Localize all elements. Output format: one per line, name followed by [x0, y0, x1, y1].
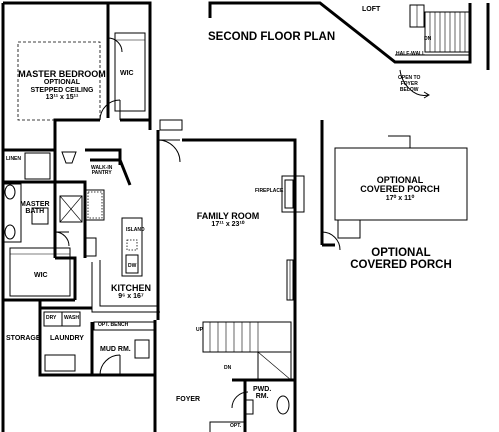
second-floor-inset — [208, 1, 490, 99]
foyer-walls — [202, 321, 295, 432]
wic-bottom-label: WIC — [34, 272, 48, 279]
porch-small-dimensions: 17⁰ x 11⁰ — [385, 194, 415, 202]
pantry-line: PANTRY — [91, 170, 112, 177]
kitchen-dimensions: 9⁶ x 16⁷ — [118, 293, 144, 301]
master-bath-name: MASTER — [20, 201, 50, 208]
powder-room-label: PWD. RM. — [253, 386, 271, 401]
foyer-line: FOYER — [400, 80, 418, 87]
master-bedroom-label: MASTER BEDROOM OPTIONAL STEPPED CEILING … — [12, 69, 112, 102]
master-bedroom-name: MASTER BEDROOM — [18, 69, 106, 79]
below-line: BELOW — [399, 86, 419, 93]
family-room-label: FAMILY ROOM 17¹¹ x 23¹⁰ — [188, 211, 268, 229]
mud-room-label: MUD RM. — [100, 346, 131, 353]
master-suite-walls — [1, 1, 152, 302]
dw-label: DW — [128, 263, 137, 269]
foyer-label: FOYER — [176, 396, 201, 403]
master-bedroom-ceiling: STEPPED CEILING — [30, 86, 94, 94]
fireplace-label: FIREPLACE — [255, 188, 284, 194]
wic-top-label: WIC — [120, 70, 134, 77]
porch-small-label: OPTIONAL COVERED PORCH 17⁰ x 11⁰ — [350, 175, 450, 202]
porch-small-optional: OPTIONAL — [376, 175, 424, 185]
walkin-line: WALK-IN — [91, 165, 113, 171]
master-bedroom-optional: OPTIONAL — [43, 79, 81, 87]
dry-label: DRY — [46, 315, 57, 321]
family-room-name: FAMILY ROOM — [196, 211, 260, 221]
open-to-foyer-note: OPEN TO FOYER BELOW — [398, 75, 421, 93]
opt-bench-label: OPT. BENCH — [98, 322, 129, 328]
lower-left-walls — [1, 300, 157, 432]
open-to-line: OPEN TO — [398, 75, 421, 81]
family-room-dimensions: 17¹¹ x 23¹⁰ — [211, 221, 245, 229]
dn-label: DN — [424, 36, 432, 42]
linen-label: LINEN — [6, 156, 21, 162]
loft-label: LOFT — [362, 6, 381, 13]
porch-big-optional: OPTIONAL — [371, 247, 431, 259]
laundry-label: LAUNDRY — [50, 335, 84, 342]
second-floor-title: SECOND FLOOR PLAN — [208, 31, 336, 43]
up-label: UP — [196, 327, 203, 333]
kitchen-walls — [55, 119, 183, 320]
opt-label: OPT. — [230, 423, 242, 429]
porch-small-name: COVERED PORCH — [360, 184, 440, 195]
powder-line: PWD. — [253, 386, 272, 393]
family-room-walls — [182, 138, 305, 432]
room-line: RM. — [255, 393, 269, 401]
porch-big-name: COVERED PORCH — [350, 259, 452, 272]
kitchen-label: KITCHEN 9⁶ x 16⁷ — [106, 283, 156, 301]
master-bedroom-dimensions: 13¹¹ x 15¹¹ — [45, 94, 79, 102]
bath-name: BATH — [25, 208, 45, 216]
storage-label: STORAGE — [6, 335, 41, 342]
half-wall-label: HALF-WALL — [396, 51, 426, 57]
porch-walls — [320, 120, 468, 251]
walkin-pantry-label: WALK-IN PANTRY — [91, 165, 113, 177]
master-bath-label: MASTER BATH — [20, 201, 50, 216]
wash-label: WASH — [64, 315, 79, 321]
kitchen-name: KITCHEN — [111, 283, 151, 293]
porch-big-label: OPTIONAL COVERED PORCH — [342, 247, 460, 271]
dn-stair-label: DN — [224, 365, 232, 371]
island-label: ISLAND — [126, 227, 145, 233]
